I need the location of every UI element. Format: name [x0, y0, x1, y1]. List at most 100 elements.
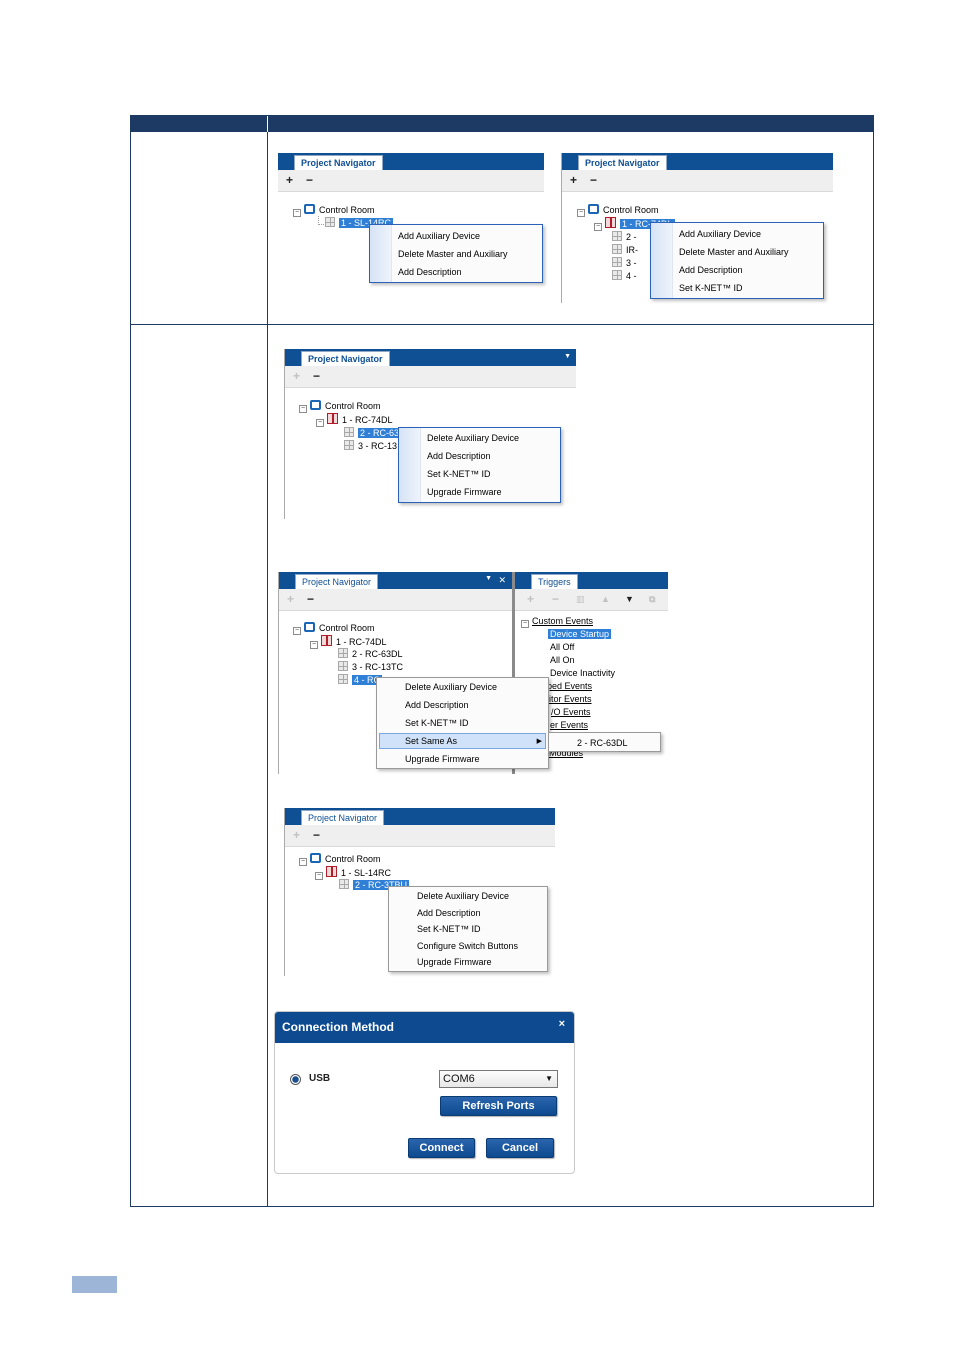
- menu-upgrade-firmware[interactable]: Upgrade Firmware: [405, 754, 480, 764]
- port-select[interactable]: COM6▼: [439, 1070, 558, 1088]
- menu-set-knet-id[interactable]: Set K-NET™ ID: [679, 283, 743, 293]
- tree-node-device[interactable]: 1 - SL-14RC: [325, 217, 394, 230]
- menu-configure-switch-buttons[interactable]: Configure Switch Buttons: [417, 941, 519, 951]
- cancel-button[interactable]: Cancel: [486, 1138, 554, 1158]
- tree-node-aux[interactable]: 2 - RC-63DL: [338, 648, 403, 661]
- menu-upgrade-firmware[interactable]: Upgrade Firmware: [427, 487, 502, 497]
- collapse-icon[interactable]: −: [577, 209, 585, 217]
- usb-radio[interactable]: [290, 1074, 301, 1085]
- submenu-item[interactable]: 2 - RC-63DL: [577, 738, 628, 748]
- trigger-group[interactable]: Modules: [549, 748, 584, 758]
- tree-node-aux-selected[interactable]: 2 - RC-63: [344, 427, 402, 440]
- remove-button[interactable]: −: [313, 828, 321, 842]
- collapse-icon[interactable]: −: [299, 405, 307, 413]
- menu-delete-auxiliary[interactable]: Delete Auxiliary Device: [417, 891, 510, 901]
- menu-set-knet-id[interactable]: Set K-NET™ ID: [417, 924, 481, 934]
- splitter[interactable]: [512, 572, 515, 774]
- device-icon: [325, 217, 335, 227]
- panel-tab[interactable]: Project Navigator: [294, 155, 383, 170]
- down-arrow-icon[interactable]: ▼: [625, 594, 634, 604]
- menu-delete-auxiliary[interactable]: Delete Auxiliary Device: [405, 682, 498, 692]
- tree-node-room[interactable]: −Control Room: [293, 204, 375, 217]
- tree-node-aux[interactable]: 3 - RC-13TC: [338, 661, 403, 674]
- menu-delete-auxiliary[interactable]: Delete Auxiliary Device: [427, 433, 520, 443]
- tree-node-master[interactable]: −1 - RC-74DL: [310, 635, 387, 649]
- menu-add-auxiliary[interactable]: Add Auxiliary Device: [679, 229, 762, 239]
- add-button[interactable]: +: [570, 173, 578, 187]
- up-arrow-icon[interactable]: ▲: [601, 594, 610, 604]
- trigger-group[interactable]: ped Events: [547, 681, 593, 691]
- remove-button[interactable]: −: [306, 173, 314, 187]
- context-menu-5: Delete Auxiliary Device Add Description …: [388, 886, 548, 972]
- menu-set-same-as[interactable]: Set Same As: [405, 736, 458, 746]
- dropdown-icon[interactable]: ▼: [564, 353, 571, 360]
- panel-tab[interactable]: Project Navigator: [301, 351, 390, 366]
- tree-node-room[interactable]: −Control Room: [299, 400, 381, 413]
- tree-node-room[interactable]: −Control Room: [299, 853, 381, 866]
- collapse-icon[interactable]: −: [315, 872, 323, 880]
- menu-add-description[interactable]: Add Description: [398, 267, 462, 277]
- tree-node-master[interactable]: −1 - SL-14RC: [315, 866, 392, 880]
- menu-add-description[interactable]: Add Description: [417, 908, 481, 918]
- tree-node-aux[interactable]: 3 - RC-13: [344, 440, 397, 453]
- tree-node-aux[interactable]: IR-: [612, 244, 638, 257]
- tree-node-room[interactable]: −Control Room: [293, 622, 375, 635]
- remove-trigger-button[interactable]: −: [552, 592, 560, 606]
- remove-button[interactable]: −: [313, 369, 321, 383]
- add-button[interactable]: +: [286, 173, 294, 187]
- menu-set-knet-id[interactable]: Set K-NET™ ID: [405, 718, 469, 728]
- device-icon: [612, 257, 622, 267]
- trigger-item[interactable]: All Off: [550, 642, 575, 652]
- tree-node-master[interactable]: −1 - RC-74DL: [316, 413, 393, 427]
- trigger-group[interactable]: /O Events: [551, 707, 591, 717]
- add-trigger-button[interactable]: +: [527, 592, 535, 606]
- trigger-item[interactable]: All On: [550, 655, 575, 665]
- copy-icon[interactable]: ⧉: [649, 594, 656, 604]
- menu-set-knet-id[interactable]: Set K-NET™ ID: [427, 469, 491, 479]
- collapse-icon[interactable]: −: [299, 858, 307, 866]
- close-icon[interactable]: ×: [558, 1018, 565, 1030]
- connect-button[interactable]: Connect: [408, 1138, 475, 1158]
- trigger-group[interactable]: er Events: [550, 720, 589, 730]
- trigger-group-custom[interactable]: −Custom Events: [521, 616, 594, 628]
- collapse-icon[interactable]: −: [594, 223, 602, 231]
- collapse-icon[interactable]: −: [293, 209, 301, 217]
- delete-icon[interactable]: ▥: [576, 594, 585, 604]
- tree-node-aux[interactable]: 4 -: [612, 270, 637, 283]
- collapse-icon[interactable]: −: [293, 627, 301, 635]
- remove-button[interactable]: −: [307, 592, 315, 606]
- trigger-item[interactable]: Device Inactivity: [550, 668, 616, 678]
- triggers-tab[interactable]: Triggers: [531, 574, 578, 589]
- menu-delete-master-aux[interactable]: Delete Master and Auxiliary: [679, 247, 789, 257]
- trigger-group[interactable]: itor Events: [549, 694, 592, 704]
- add-button[interactable]: +: [287, 592, 295, 606]
- panel-tab[interactable]: Project Navigator: [578, 155, 667, 170]
- collapse-icon[interactable]: −: [316, 419, 324, 427]
- tree-node-aux[interactable]: 2 -: [612, 231, 637, 244]
- add-button[interactable]: +: [293, 828, 301, 842]
- tree-node-room[interactable]: −Control Room: [577, 204, 659, 217]
- refresh-ports-button[interactable]: Refresh Ports: [440, 1096, 557, 1116]
- master-device-icon: [321, 635, 332, 646]
- device-icon: [344, 440, 354, 450]
- remove-button[interactable]: −: [590, 173, 598, 187]
- close-icon[interactable]: ✕: [498, 575, 506, 585]
- dropdown-icon[interactable]: ▼: [485, 575, 492, 582]
- tree-node-aux[interactable]: 3 -: [612, 257, 637, 270]
- tree-node-aux-selected[interactable]: 2 - RC-3TBU: [339, 879, 410, 892]
- menu-add-description[interactable]: Add Description: [679, 265, 743, 275]
- tree-node-master[interactable]: −1 - RC-74DL: [594, 217, 675, 231]
- trigger-item[interactable]: Device Startup: [548, 629, 612, 639]
- menu-add-description[interactable]: Add Description: [405, 700, 469, 710]
- panel-tab[interactable]: Project Navigator: [301, 810, 385, 825]
- panel-tab[interactable]: Project Navigator: [295, 574, 379, 589]
- menu-upgrade-firmware[interactable]: Upgrade Firmware: [417, 957, 492, 967]
- menu-add-description[interactable]: Add Description: [427, 451, 491, 461]
- collapse-icon[interactable]: −: [521, 620, 529, 628]
- menu-add-auxiliary[interactable]: Add Auxiliary Device: [398, 231, 481, 241]
- add-button[interactable]: +: [293, 369, 301, 383]
- device-icon: [338, 661, 348, 671]
- menu-delete-master-aux[interactable]: Delete Master and Auxiliary: [398, 249, 508, 259]
- collapse-icon[interactable]: −: [310, 641, 318, 649]
- tree-node-aux-selected[interactable]: 4 - RC: [338, 674, 383, 687]
